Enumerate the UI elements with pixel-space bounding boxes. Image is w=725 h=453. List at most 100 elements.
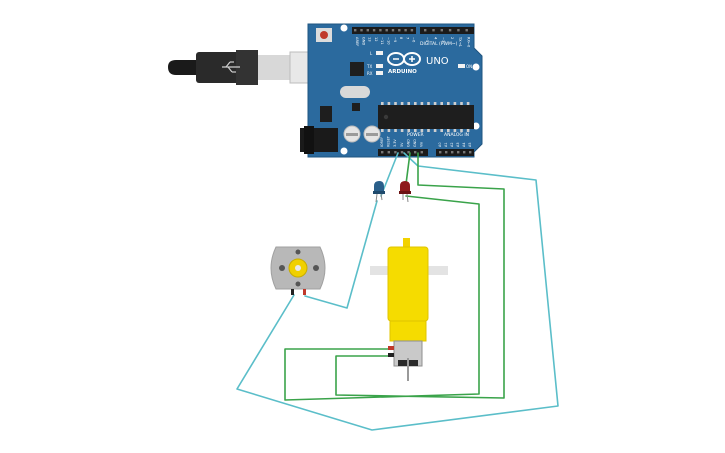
digital-pin-label: ~10 (387, 37, 391, 45)
analog-pin[interactable] (457, 151, 460, 154)
wire-green-pin-to-led[interactable] (405, 152, 411, 185)
power-pin[interactable] (381, 151, 384, 154)
analog-pin[interactable] (439, 151, 442, 154)
power-pin[interactable] (420, 151, 423, 154)
power-pin-label: GND (406, 139, 410, 147)
digital-pin-label: ~3 (442, 37, 446, 42)
dc-barrel-jack[interactable] (300, 126, 338, 154)
led-label-l: L (370, 51, 373, 56)
voltage-regulator (320, 106, 332, 122)
mount-hole (340, 147, 348, 155)
analog-header (436, 149, 474, 156)
digital-pin-label: TX→1 (458, 36, 462, 47)
digital-pin[interactable] (372, 29, 376, 32)
mount-hole (472, 122, 480, 130)
digital-header-label: DIGITAL (PWM~) (420, 41, 458, 47)
power-pin-label: IOREF (380, 137, 384, 147)
power-pin-label: GND (413, 139, 417, 147)
digital-pin[interactable] (448, 29, 452, 32)
yellow-gear-motor[interactable] (370, 238, 448, 381)
digital-pin-label: ~6 (412, 37, 416, 43)
digital-pin-label: AREF (355, 37, 359, 46)
power-pin[interactable] (414, 151, 417, 154)
digital-pin[interactable] (385, 29, 388, 32)
motor-terminal-black (291, 289, 294, 295)
digital-pin[interactable] (424, 29, 427, 32)
analog-pin-label: A5 (468, 143, 472, 147)
digital-pin[interactable] (404, 29, 407, 32)
digital-pin[interactable] (398, 29, 401, 32)
mount-hole (472, 63, 480, 71)
digital-pin-label: 2 (450, 37, 454, 39)
digital-pin-label: GND (361, 37, 365, 45)
digital-pin[interactable] (432, 29, 435, 32)
motor-terminal-red (303, 289, 306, 295)
arduino-logo: ARDUINO (387, 52, 421, 75)
led-blue[interactable] (373, 181, 385, 203)
digital-pin[interactable] (410, 29, 414, 32)
digital-pin[interactable] (465, 29, 468, 32)
digital-pin-label: ~5 (425, 37, 429, 42)
digital-pin[interactable] (354, 29, 357, 32)
analog-pin-label: A4 (462, 143, 466, 147)
power-pin-label: RESET (387, 135, 391, 147)
wire-green-led-to-gearmotor[interactable] (284, 195, 480, 401)
wire-green-pin-to-gearmotor[interactable] (335, 152, 505, 399)
analog-pin[interactable] (445, 151, 448, 154)
analog-pin-label: A1 (444, 143, 448, 147)
reset-button-cap (320, 31, 328, 39)
gear-motor-terminal-black (388, 353, 394, 357)
digital-pin[interactable] (440, 29, 443, 32)
on-led-label: ON (466, 64, 472, 69)
power-pin[interactable] (407, 151, 410, 154)
led-label-tx: TX (366, 64, 372, 69)
model-label: UNO (426, 56, 449, 67)
onboard-leds: L TX RX ON (366, 51, 472, 76)
analog-pin-label: A3 (456, 143, 460, 147)
digital-pin-label: 4 (433, 37, 437, 40)
bottom-pin-holes (381, 151, 472, 154)
usb-cable[interactable] (168, 50, 335, 85)
led-red[interactable] (399, 181, 411, 203)
digital-pin[interactable] (457, 29, 460, 32)
digital-pin-label: 12 (374, 37, 378, 42)
wire-teal-led-to-motor[interactable] (304, 200, 378, 309)
analog-pin[interactable] (463, 151, 466, 154)
digital-pin-label: RX←0 (467, 37, 471, 48)
power-pin[interactable] (394, 151, 397, 154)
analog-pin[interactable] (469, 151, 472, 154)
brand-label: ARDUINO (388, 69, 417, 75)
digital-pin-label: ~9 (393, 37, 397, 43)
analog-header-label: ANALOG IN (444, 132, 469, 138)
digital-header (352, 27, 474, 34)
analog-pin-label: A2 (450, 143, 454, 147)
power-pin[interactable] (400, 151, 404, 154)
digital-pin[interactable] (391, 29, 395, 32)
power-pin[interactable] (387, 151, 390, 154)
power-header-label: POWER (407, 132, 424, 138)
analog-pin-label: A0 (438, 143, 442, 147)
digital-pin-holes (354, 29, 468, 32)
digital-pin[interactable] (379, 29, 382, 32)
digital-pin[interactable] (360, 29, 363, 32)
mount-hole (340, 24, 348, 32)
power-pin-label: 3.3V (393, 139, 397, 147)
usb-controller-chip (350, 62, 364, 76)
led-label-rx: RX (367, 71, 373, 76)
small-chip (352, 103, 360, 111)
dc-motor[interactable] (270, 246, 326, 295)
digital-pin[interactable] (366, 29, 369, 32)
atmega-chip (378, 102, 474, 132)
digital-pin-label: 13 (368, 37, 372, 42)
gear-motor-terminal-red (388, 346, 394, 350)
capacitors (343, 125, 381, 143)
analog-pin[interactable] (451, 151, 454, 154)
power-pin-label: Vin (420, 142, 424, 147)
crystal-oscillator (340, 86, 370, 98)
digital-pin-label: 7 (405, 37, 409, 39)
